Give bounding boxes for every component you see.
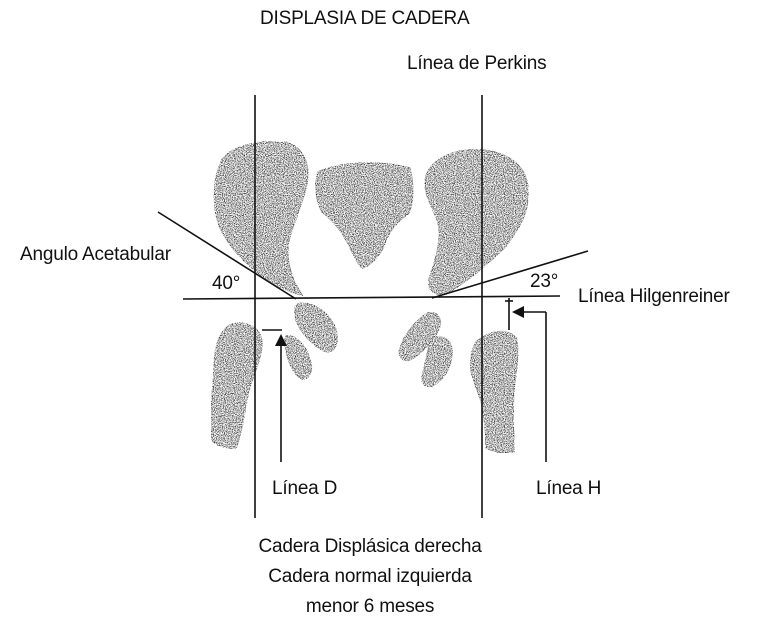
linea-h-arrowhead bbox=[512, 306, 524, 318]
perkins-line-label: Línea de Perkins bbox=[407, 53, 546, 75]
right-ischium-fragment bbox=[285, 336, 312, 379]
caption-line-3: menor 6 meses bbox=[225, 596, 515, 618]
acetabular-angle-label: Angulo Acetabular bbox=[20, 244, 171, 266]
left-ilium bbox=[425, 150, 528, 295]
angle-left-value: 23° bbox=[530, 271, 558, 293]
linea-d-label: Línea D bbox=[272, 478, 337, 500]
diagram-title: DISPLASIA DE CADERA bbox=[260, 8, 470, 30]
sacrum bbox=[316, 163, 413, 268]
left-femur bbox=[471, 332, 518, 453]
hilgenreiner-line-label: Línea Hilgenreiner bbox=[578, 286, 730, 308]
caption-line-1: Cadera Displásica derecha bbox=[225, 536, 515, 558]
linea-h-label: Línea H bbox=[536, 478, 601, 500]
hilgenreiner-line bbox=[183, 296, 560, 299]
caption-line-2: Cadera normal izquierda bbox=[225, 566, 515, 588]
right-ilium bbox=[215, 142, 308, 295]
angle-right-value: 40° bbox=[212, 273, 240, 295]
